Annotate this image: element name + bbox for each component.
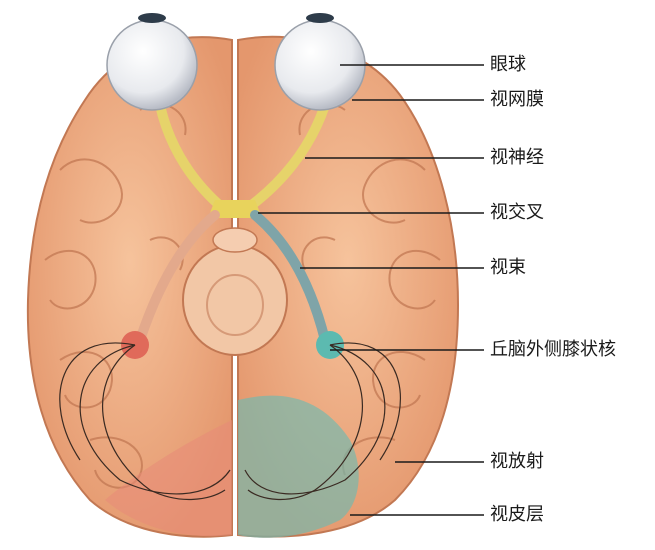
eyeball-right (275, 13, 365, 110)
label-optic-chiasm: 视交叉 (490, 203, 544, 223)
midbrain (183, 245, 287, 355)
pituitary (213, 228, 257, 252)
label-optic-radiation: 视放射 (490, 452, 544, 472)
eyeball-left (107, 13, 197, 110)
label-optic-tract: 视束 (490, 258, 526, 278)
label-optic-nerve: 视神经 (490, 148, 544, 168)
label-lgn: 丘脑外侧膝状核 (490, 340, 616, 360)
label-eyeball: 眼球 (490, 55, 526, 75)
label-retina: 视网膜 (490, 90, 544, 110)
label-visual-cortex: 视皮层 (490, 505, 544, 525)
